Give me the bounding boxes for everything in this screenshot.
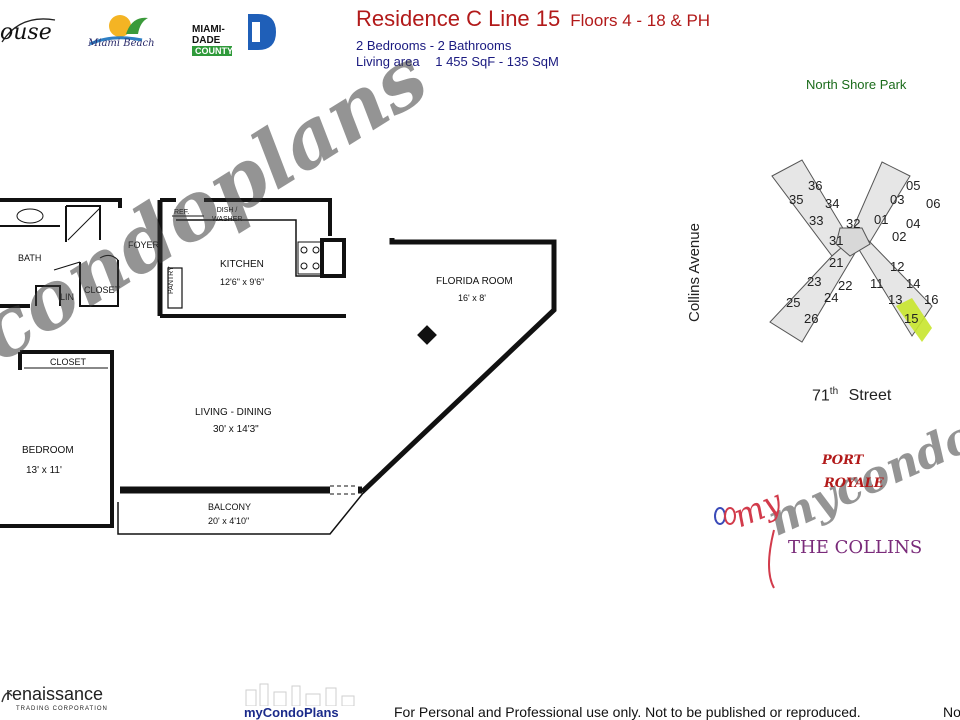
street-suffix: th — [829, 386, 839, 397]
the-collins-label: THE COLLINS — [788, 537, 923, 558]
unit-02: 02 — [892, 229, 906, 244]
living-dining-label: LIVING - DINING — [195, 407, 272, 418]
mycondoplans-flourish-icon — [714, 507, 775, 589]
foyer-label: FOYER — [128, 240, 160, 250]
ref-label: REF. — [174, 209, 190, 216]
footer-brand: myCondoPlans — [244, 705, 339, 720]
dish-washer-label: DISH / WASHER — [212, 207, 243, 223]
unit-33: 33 — [809, 213, 823, 228]
unit-numbers: 36 35 34 33 32 01 05 03 06 04 02 31 21 2… — [786, 178, 940, 326]
kitchen-label: KITCHEN — [220, 259, 264, 270]
unit-05: 05 — [906, 178, 920, 193]
bedroom-dim: 13' x 11' — [26, 465, 62, 476]
port-royale-line1: PORT — [822, 453, 864, 468]
skyline-icon — [245, 683, 355, 706]
bath-label: BATH — [18, 253, 42, 263]
county-d-icon — [248, 14, 276, 50]
county-line1: MIAMI-DADE — [192, 24, 225, 46]
miami-beach-text: Miami Beach — [88, 38, 155, 49]
unit-12: 12 — [890, 259, 904, 274]
street-word: Street — [848, 387, 892, 405]
unit-11: 11 — [870, 276, 884, 291]
unit-15: 15 — [904, 311, 918, 326]
north-shore-park-label: North Shore Park — [806, 77, 907, 92]
living-dining-dim: 30' x 14'3" — [213, 424, 259, 435]
highlight-unit-15 — [896, 298, 932, 342]
unit-14: 14 — [906, 276, 920, 291]
house-logo-swoosh — [1, 18, 56, 43]
miami-dade-logo: MIAMI-DADE COUNTY — [192, 12, 280, 56]
unit-03: 03 — [890, 192, 904, 207]
unit-36: 36 — [808, 178, 822, 193]
unit-06: 06 — [926, 196, 940, 211]
bedroom-label: BEDROOM — [22, 445, 74, 456]
unit-01: 01 — [874, 212, 888, 227]
unit-26: 26 — [804, 311, 818, 326]
house-logo-text: ouse — [0, 20, 52, 45]
street-number: 71 — [812, 387, 830, 405]
unit-25: 25 — [786, 295, 800, 310]
miami-beach-emblem-icon — [89, 15, 148, 46]
bedroom-closet-label: CLOSET — [50, 357, 87, 367]
residence-title: Residence C Line 15 — [356, 6, 561, 31]
living-area-value: 1 455 SqF - 135 SqM — [435, 54, 559, 69]
unit-22: 22 — [838, 278, 852, 293]
house-logo: ouse — [0, 12, 62, 52]
building-site-plan: 36 35 34 33 32 01 05 03 06 04 02 31 21 2… — [769, 159, 940, 343]
miami-beach-logo: Miami Beach — [82, 10, 162, 54]
unit-34: 34 — [825, 196, 839, 211]
floors-label: Floors 4 - 18 & PH — [570, 11, 711, 30]
county-line2: COUNTY — [192, 46, 233, 56]
title-block: Residence C Line 15 Floors 4 - 18 & PH — [356, 6, 710, 32]
renaissance-subtext: TRADING CORPORATION — [16, 706, 108, 712]
unit-04: 04 — [906, 216, 920, 231]
port-royale-line2: ROYALE — [824, 476, 884, 491]
unit-24: 24 — [824, 290, 838, 305]
unit-35: 35 — [789, 192, 803, 207]
unit-23: 23 — [807, 274, 821, 289]
florida-room-label: FLORIDA ROOM — [436, 276, 513, 287]
footer-cut-text: No — [943, 704, 960, 720]
unit-31: 31 — [829, 233, 843, 248]
kitchen-dim: 12'6" x 9'6" — [220, 277, 265, 287]
collins-avenue-label: Collins Avenue — [686, 223, 703, 322]
street-label: 71th Street — [812, 386, 891, 405]
footer-notice: For Personal and Professional use only. … — [394, 704, 861, 720]
florida-room-dim: 16' x 8' — [458, 293, 486, 303]
unit-32: 32 — [846, 216, 860, 231]
bedrooms-baths: 2 Bedrooms - 2 Bathrooms — [356, 38, 512, 53]
county-name-block: MIAMI-DADE COUNTY — [192, 24, 250, 56]
unit-13: 13 — [888, 292, 902, 307]
unit-16: 16 — [924, 292, 938, 307]
living-area-row: Living area 1 455 SqF - 135 SqM — [356, 54, 559, 69]
balcony-label: BALCONY — [208, 502, 252, 512]
closet-small-label: CLOSET — [84, 285, 121, 295]
renaissance-mark-icon — [1, 692, 13, 703]
renaissance-text: renaissance — [6, 684, 104, 704]
renaissance-logo: renaissance TRADING CORPORATION — [0, 682, 120, 720]
unit-21: 21 — [829, 255, 843, 270]
balcony-dim: 20' x 4'10" — [208, 516, 250, 526]
floor-plan — [0, 198, 557, 535]
lin-label: LIN — [60, 292, 75, 302]
living-area-label: Living area — [356, 54, 420, 69]
